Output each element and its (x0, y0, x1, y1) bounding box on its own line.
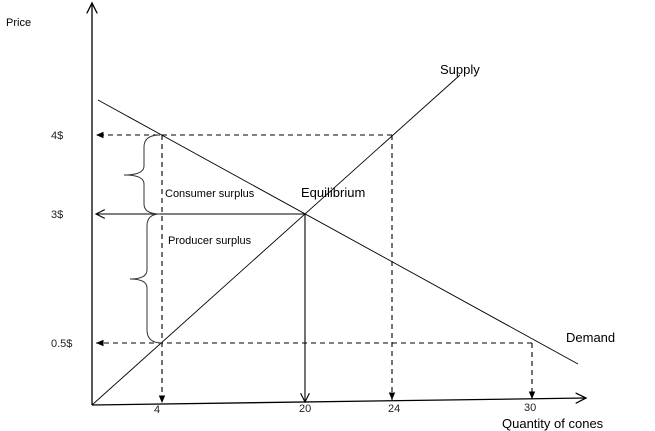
x-axis-label: Quantity of cones (502, 416, 604, 431)
qty-tick-4: 4 (154, 404, 160, 416)
qty-tick-30: 30 (524, 402, 536, 414)
price-tick-4: 4$ (51, 130, 63, 142)
supply-curve (91, 74, 461, 406)
consumer-surplus-label: Consumer surplus (165, 188, 255, 200)
y-axis-label: Price (6, 17, 31, 29)
supply-label: Supply (440, 62, 480, 77)
producer-surplus-brace (129, 213, 163, 344)
price-tick-05: 0.5$ (51, 338, 72, 350)
equilibrium-label: Equilibrium (301, 185, 365, 200)
demand-label: Demand (566, 330, 615, 345)
demand-curve (97, 99, 579, 365)
price-tick-3: 3$ (51, 209, 63, 221)
x-axis (91, 398, 586, 406)
producer-surplus-label: Producer surplus (168, 235, 252, 247)
qty-tick-24: 24 (388, 403, 400, 415)
consumer-surplus-brace (123, 134, 161, 215)
qty-tick-20: 20 (299, 403, 311, 415)
